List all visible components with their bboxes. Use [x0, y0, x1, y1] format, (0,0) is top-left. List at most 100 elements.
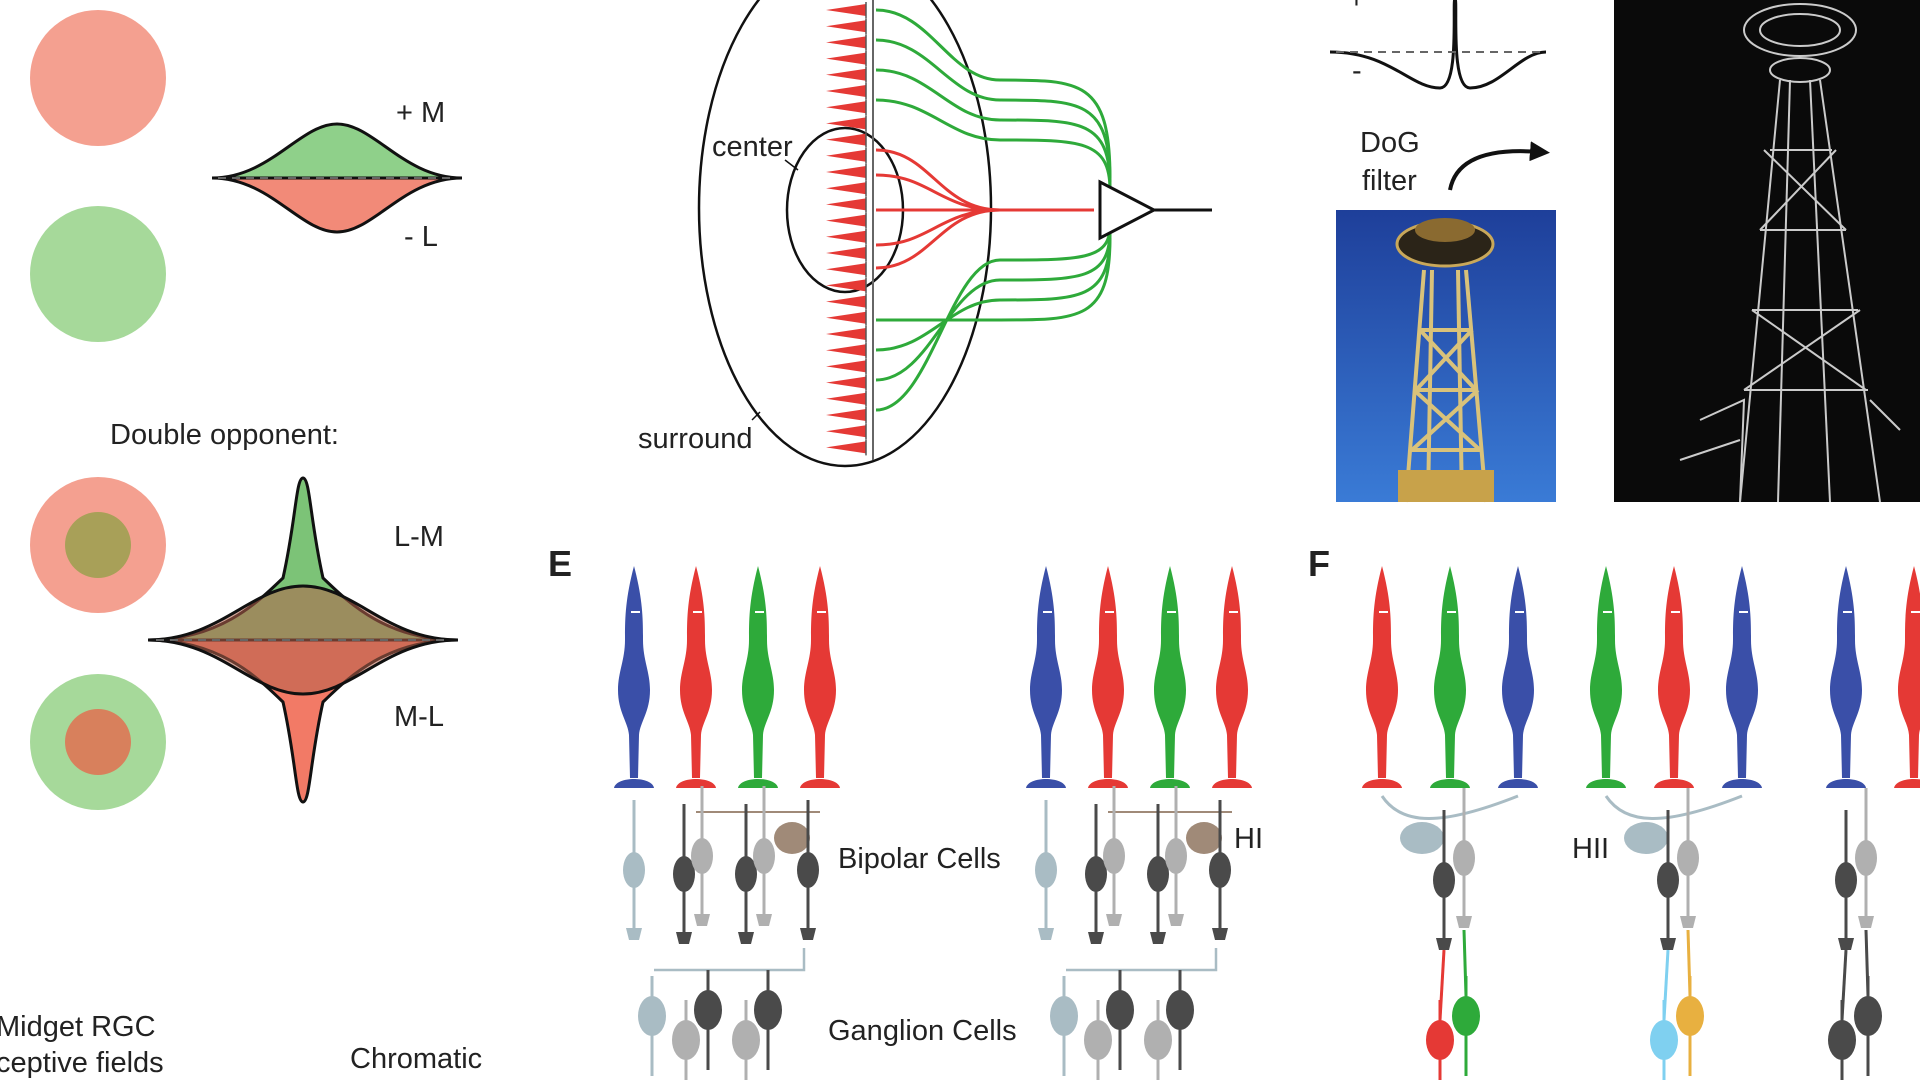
bipolar-cell	[1835, 810, 1857, 950]
ganglion-neuron-triangle	[1098, 179, 1158, 241]
surround-wire	[875, 229, 1112, 382]
mini-cone	[826, 164, 867, 180]
bipolar-cell	[1855, 788, 1877, 928]
ganglion-cell	[1106, 970, 1134, 1070]
surround-wire	[875, 225, 1112, 412]
midget-rgc-label-line1: Midget RGC	[0, 1011, 156, 1043]
dog-filtered-tower-image	[1614, 0, 1920, 503]
red-cone	[1212, 566, 1252, 788]
red-center-circle	[65, 709, 131, 775]
dog-label-line2: filter	[1362, 165, 1417, 197]
red-cone	[800, 566, 840, 788]
double-opponent-profile	[147, 476, 459, 804]
bipolar-cell	[673, 804, 695, 944]
mini-cone	[826, 50, 867, 67]
cone-wires	[875, 8, 1112, 412]
red-receptive-field-circle	[30, 10, 166, 146]
mini-cone	[826, 439, 867, 456]
ganglion-cell	[754, 970, 782, 1070]
m-minus-l-label: M-L	[394, 701, 444, 733]
bipolar-cell	[1209, 800, 1231, 940]
bipolar-cell	[797, 800, 819, 940]
horizontal-cell	[774, 822, 810, 854]
ganglion-cell	[1084, 1000, 1112, 1080]
dog-filter-section: + - DoG filter	[1329, 0, 1920, 503]
panel-e-circuit	[614, 566, 1252, 1080]
tower-photo	[1336, 210, 1556, 503]
bipolar-cell	[1085, 804, 1107, 944]
green-cone	[738, 566, 778, 788]
mini-cone	[826, 147, 867, 164]
ganglion-cell	[1144, 1000, 1172, 1080]
dog-arrow	[1448, 141, 1550, 191]
surround-wire	[875, 98, 1112, 191]
mini-cone	[826, 245, 867, 261]
surround-ellipse	[697, 0, 993, 468]
bipolar-cell	[691, 786, 713, 926]
ganglion-cell	[694, 970, 722, 1070]
bipolar-cell	[1433, 810, 1455, 950]
ganglion-cell	[1050, 976, 1078, 1076]
dog-plus-label: +	[1348, 0, 1365, 15]
mini-cone	[826, 131, 867, 148]
bipolar-cell	[753, 786, 775, 926]
mini-cone	[826, 99, 867, 116]
mini-cone	[826, 66, 867, 83]
panel-f-circuit	[1362, 566, 1920, 1080]
hi-label: HI	[1234, 823, 1263, 855]
center-label: center	[712, 131, 793, 163]
dog-minus-label: -	[1352, 55, 1362, 87]
mini-cone	[826, 390, 867, 407]
blue-cone	[1722, 566, 1762, 788]
green-cone	[1150, 566, 1190, 788]
ganglion-cell	[672, 1000, 700, 1080]
panel-e-label: E	[548, 543, 572, 584]
mini-cone	[826, 180, 867, 197]
dog-label-line1: DoG	[1360, 127, 1420, 159]
mini-cone	[826, 83, 867, 99]
bipolar-cell	[1677, 788, 1699, 928]
green-center-circle	[65, 512, 131, 578]
surround-wire	[875, 38, 1112, 183]
green-cone	[1430, 566, 1470, 788]
minus-l-label: - L	[404, 221, 438, 253]
bipolar-cells-label: Bipolar Cells	[838, 843, 1001, 875]
chromatic-label: Chromatic	[350, 1043, 482, 1075]
ganglion-cell	[638, 976, 666, 1076]
mini-cone	[826, 2, 867, 18]
hii-label: HII	[1572, 833, 1609, 865]
center-surround-circuit: center surround	[638, 0, 1212, 468]
blue-cone	[1498, 566, 1538, 788]
horizontal-cell-ii	[1400, 822, 1444, 854]
center-wire	[875, 208, 1094, 247]
bipolar-cell	[735, 804, 757, 944]
mini-cone	[826, 374, 867, 391]
surround-label: surround	[638, 423, 752, 455]
midget-rgc-label-line2: ceptive fields	[0, 1047, 164, 1079]
mini-cone	[826, 342, 867, 359]
bipolar-cell	[1453, 788, 1475, 928]
ganglion-cell	[732, 1000, 760, 1080]
bipolar-cell	[1035, 800, 1057, 940]
mini-cone	[826, 407, 867, 423]
blue-cone	[1026, 566, 1066, 788]
blue-cone	[1826, 566, 1866, 788]
surround-wire	[875, 233, 1112, 352]
mini-cone	[826, 18, 867, 35]
blue-cone	[614, 566, 654, 788]
mini-cone	[826, 277, 867, 294]
center-wire	[875, 173, 1094, 212]
mini-cone	[826, 358, 867, 375]
green-cone	[1586, 566, 1626, 788]
horizontal-cell	[1186, 822, 1222, 854]
red-cone	[1088, 566, 1128, 788]
surround-wire	[875, 68, 1112, 187]
green-receptive-field-circle	[30, 206, 166, 342]
red-cone	[676, 566, 716, 788]
bipolar-cell	[1103, 786, 1125, 926]
center-wire	[875, 208, 1094, 270]
l-minus-m-label: L-M	[394, 521, 444, 553]
surround-wire	[875, 237, 1112, 322]
horizontal-cell-ii	[1624, 822, 1668, 854]
panel-f-label: F	[1308, 543, 1330, 584]
